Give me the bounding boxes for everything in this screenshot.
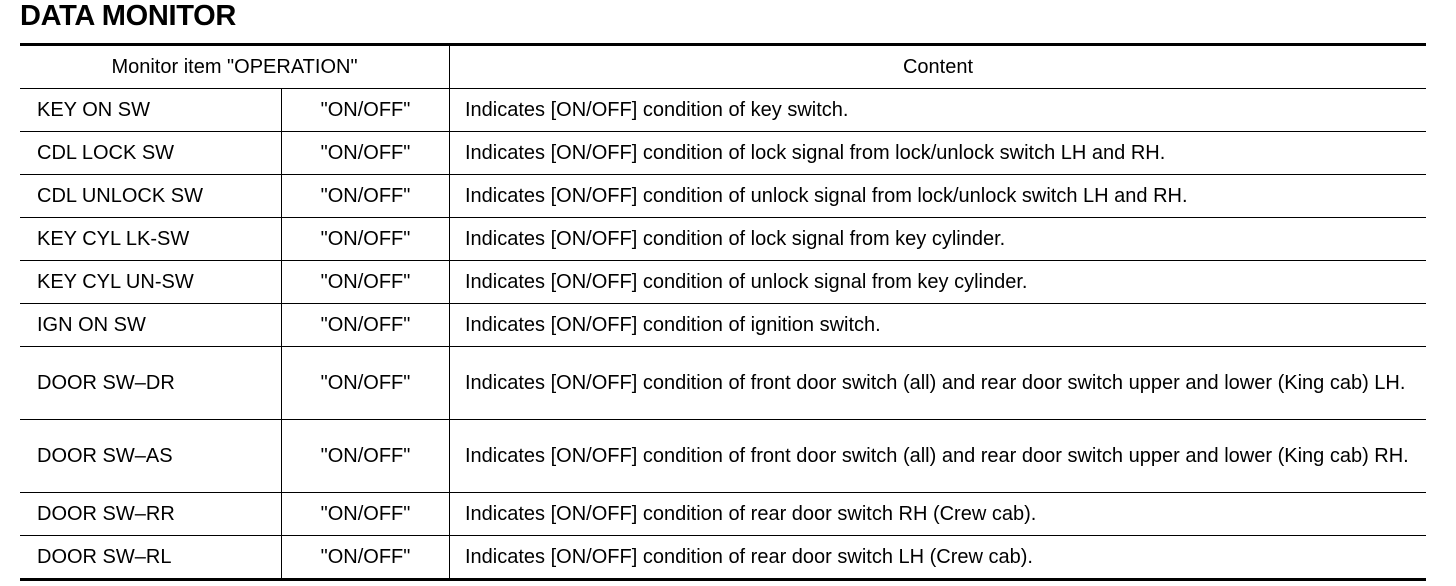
header-monitor-item: Monitor item "OPERATION" xyxy=(20,44,450,89)
table-row: KEY CYL UN-SW "ON/OFF" Indicates [ON/OFF… xyxy=(20,260,1426,304)
monitor-item: DOOR SW–RL xyxy=(20,535,282,580)
monitor-value: "ON/OFF" xyxy=(281,217,450,261)
monitor-content: Indicates [ON/OFF] condition of ignition… xyxy=(449,303,1426,347)
monitor-content: Indicates [ON/OFF] condition of key swit… xyxy=(449,88,1426,132)
monitor-content: Indicates [ON/OFF] condition of unlock s… xyxy=(449,174,1426,218)
monitor-value: "ON/OFF" xyxy=(281,303,450,347)
monitor-value: "ON/OFF" xyxy=(281,492,450,536)
table-row: KEY ON SW "ON/OFF" Indicates [ON/OFF] co… xyxy=(20,88,1426,132)
monitor-value: "ON/OFF" xyxy=(281,131,450,175)
monitor-content: Indicates [ON/OFF] condition of front do… xyxy=(449,346,1426,420)
monitor-value: "ON/OFF" xyxy=(281,174,450,218)
table-row: CDL UNLOCK SW "ON/OFF" Indicates [ON/OFF… xyxy=(20,174,1426,218)
monitor-item: KEY ON SW xyxy=(20,88,282,132)
monitor-item: DOOR SW–AS xyxy=(20,419,282,493)
table-row: DOOR SW–AS "ON/OFF" Indicates [ON/OFF] c… xyxy=(20,419,1426,493)
page-title: DATA MONITOR xyxy=(20,0,237,32)
table-row: IGN ON SW "ON/OFF" Indicates [ON/OFF] co… xyxy=(20,303,1426,347)
monitor-value: "ON/OFF" xyxy=(281,535,450,580)
monitor-value: "ON/OFF" xyxy=(281,88,450,132)
monitor-content: Indicates [ON/OFF] condition of rear doo… xyxy=(449,492,1426,536)
monitor-item: DOOR SW–DR xyxy=(20,346,282,420)
monitor-item: DOOR SW–RR xyxy=(20,492,282,536)
monitor-content: Indicates [ON/OFF] condition of lock sig… xyxy=(449,131,1426,175)
monitor-item: CDL LOCK SW xyxy=(20,131,282,175)
monitor-item: IGN ON SW xyxy=(20,303,282,347)
table-row: CDL LOCK SW "ON/OFF" Indicates [ON/OFF] … xyxy=(20,131,1426,175)
table-header-row: Monitor item "OPERATION" Content xyxy=(20,44,1426,89)
monitor-item: KEY CYL UN-SW xyxy=(20,260,282,304)
table-row: DOOR SW–RR "ON/OFF" Indicates [ON/OFF] c… xyxy=(20,492,1426,536)
monitor-item: KEY CYL LK-SW xyxy=(20,217,282,261)
table-row: KEY CYL LK-SW "ON/OFF" Indicates [ON/OFF… xyxy=(20,217,1426,261)
monitor-value: "ON/OFF" xyxy=(281,346,450,420)
monitor-content: Indicates [ON/OFF] condition of front do… xyxy=(449,419,1426,493)
table-row: DOOR SW–DR "ON/OFF" Indicates [ON/OFF] c… xyxy=(20,346,1426,420)
data-monitor-table: Monitor item "OPERATION" Content KEY ON … xyxy=(20,43,1426,581)
table-row: DOOR SW–RL "ON/OFF" Indicates [ON/OFF] c… xyxy=(20,535,1426,580)
monitor-item: CDL UNLOCK SW xyxy=(20,174,282,218)
monitor-value: "ON/OFF" xyxy=(281,260,450,304)
header-content: Content xyxy=(449,44,1426,89)
monitor-value: "ON/OFF" xyxy=(281,419,450,493)
monitor-content: Indicates [ON/OFF] condition of unlock s… xyxy=(449,260,1426,304)
monitor-content: Indicates [ON/OFF] condition of lock sig… xyxy=(449,217,1426,261)
monitor-content: Indicates [ON/OFF] condition of rear doo… xyxy=(465,545,1033,568)
